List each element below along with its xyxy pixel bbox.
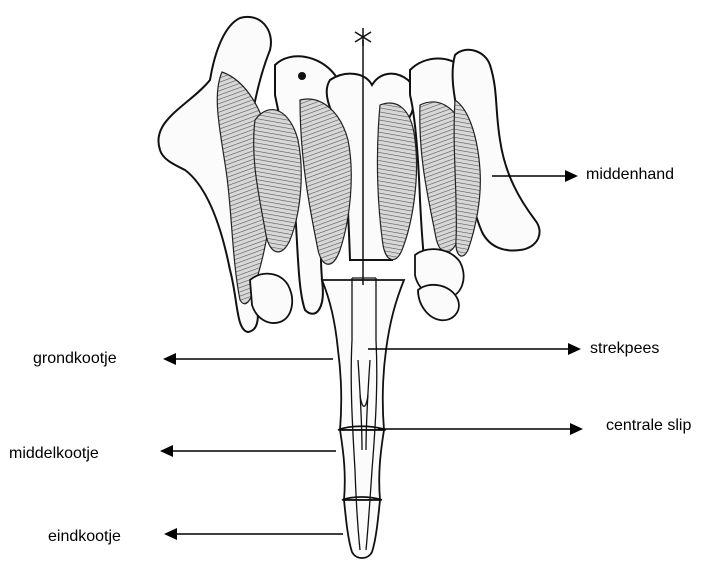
- label-grondkootje: grondkootje: [33, 350, 117, 368]
- pointer-strekpees: [368, 343, 581, 355]
- finger-phalanges: [322, 280, 404, 558]
- label-centrale-slip: centrale slip: [606, 417, 691, 435]
- pointer-grondkootje: [163, 353, 333, 365]
- label-middenhand: middenhand: [586, 166, 674, 184]
- asterisk-icon: [355, 28, 371, 46]
- pointer-centrale-slip: [378, 423, 583, 435]
- pointer-middelkootje: [160, 445, 336, 457]
- pointer-eindkootje: [164, 528, 343, 540]
- label-middelkootje: middelkootje: [9, 445, 99, 463]
- label-strekpees: strekpees: [590, 340, 659, 358]
- label-eindkootje: eindkootje: [48, 528, 121, 546]
